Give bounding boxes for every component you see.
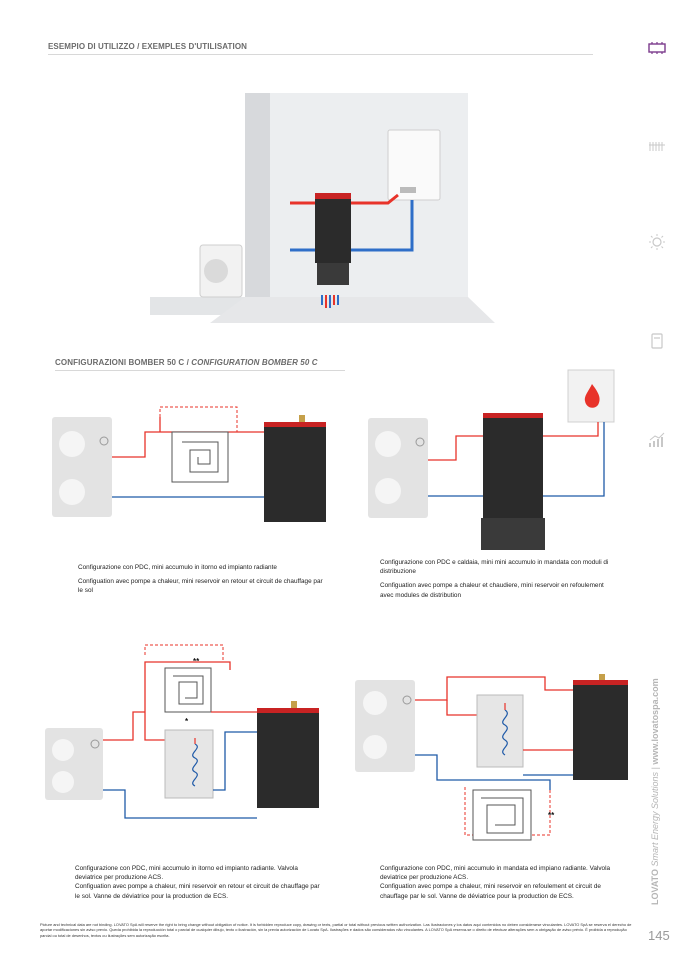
legal-footer: Picture and technical data are not bindi… bbox=[40, 922, 632, 938]
page-number: 145 bbox=[648, 928, 670, 943]
section-title-configurations: CONFIGURAZIONI BOMBER 50 C / CONFIGURATI… bbox=[55, 358, 318, 367]
caption-config-3: Configurazione con PDC, mini accumulo in… bbox=[75, 864, 325, 901]
flame-icon bbox=[584, 384, 600, 408]
caption-fr: Configuation avec pompe a chaleur, mini … bbox=[78, 578, 323, 595]
caption-it: Configurazione con PDC e caldaia, mini m… bbox=[380, 559, 609, 576]
diagram-config-3: ** * bbox=[45, 644, 319, 819]
brand-tagline: Smart Energy Solutions | bbox=[650, 764, 660, 869]
caption-config-2: Configurazione con PDC e caldaia, mini m… bbox=[380, 558, 615, 600]
sun-icon[interactable] bbox=[648, 234, 666, 250]
caption-fr: Configuation avec pompe a chaleur et cha… bbox=[380, 582, 604, 599]
caption-fr: Configuation avec pompe a chaleur, mini … bbox=[75, 883, 320, 900]
caption-it: Configurazione con PDC, mini accumulo in… bbox=[380, 865, 611, 882]
installation-render bbox=[150, 93, 495, 323]
brand-url[interactable]: www.lovatospa.com bbox=[650, 678, 660, 765]
single-star-label: * bbox=[185, 717, 189, 726]
diagram-config-1 bbox=[52, 406, 326, 522]
diagram-config-2 bbox=[368, 369, 615, 550]
diagram-config-4: ** bbox=[355, 674, 628, 841]
caption-config-4: Configurazione con PDC, mini accumulo in… bbox=[380, 864, 615, 901]
chart-icon[interactable] bbox=[648, 432, 666, 448]
caption-fr: Configuation avec pompe a chaleur, mini … bbox=[380, 883, 601, 900]
section-rule bbox=[55, 370, 345, 371]
config-title-italic: CONFIGURATION BOMBER 50 C bbox=[191, 358, 318, 367]
side-brand-text: LOVATO Smart Energy Solutions | www.lova… bbox=[650, 678, 660, 905]
heat-module-icon[interactable] bbox=[648, 40, 666, 56]
section-rule bbox=[48, 54, 593, 55]
caption-it: Configurazione con PDC, mini accumulo in… bbox=[78, 564, 277, 571]
radiator-icon[interactable] bbox=[648, 138, 666, 154]
config-title-main: CONFIGURAZIONI BOMBER 50 C / bbox=[55, 358, 192, 367]
brand-name: LOVATO bbox=[650, 869, 660, 905]
caption-config-1: Configurazione con PDC, mini accumulo in… bbox=[78, 563, 328, 596]
double-star-label: ** bbox=[193, 657, 200, 666]
section-title-usage: ESEMPIO DI UTILIZZO / EXEMPLES D'UTILISA… bbox=[48, 42, 248, 51]
double-star-label: ** bbox=[548, 811, 555, 820]
caption-it: Configurazione con PDC, mini accumulo in… bbox=[75, 865, 298, 882]
battery-icon[interactable] bbox=[648, 333, 666, 349]
